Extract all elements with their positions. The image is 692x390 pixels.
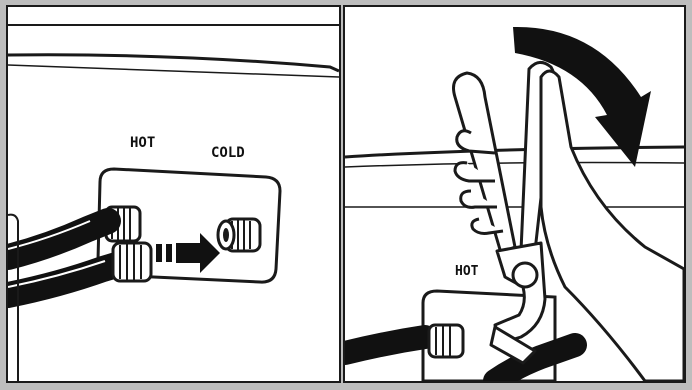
cold-valve — [216, 217, 262, 253]
hot-label: HOT — [455, 264, 479, 279]
panel-connect-hoses: HOT COLD — [6, 5, 341, 383]
cold-hose — [8, 250, 136, 308]
appliance-rear-edge — [8, 53, 339, 73]
connect-hoses-drawing: HOT COLD — [8, 24, 339, 381]
curved-arrow-clockwise-icon — [513, 26, 651, 167]
hot-hose-coupling — [427, 323, 465, 359]
appliance-panel-line — [8, 64, 339, 78]
arrow-right-icon — [156, 233, 220, 273]
hot-hose-highlight — [8, 220, 91, 250]
hot-label: HOT — [130, 135, 155, 151]
cold-hose-coupling — [111, 241, 153, 283]
appliance-left-edge — [8, 213, 19, 381]
cold-hose — [483, 333, 587, 381]
panel-tighten-with-pliers: HOT — [343, 5, 686, 383]
hot-hose — [8, 208, 121, 270]
hot-hose — [345, 325, 437, 365]
hand-icon — [453, 69, 684, 381]
cold-label: COLD — [211, 145, 245, 161]
tighten-pliers-drawing: HOT — [345, 26, 684, 381]
